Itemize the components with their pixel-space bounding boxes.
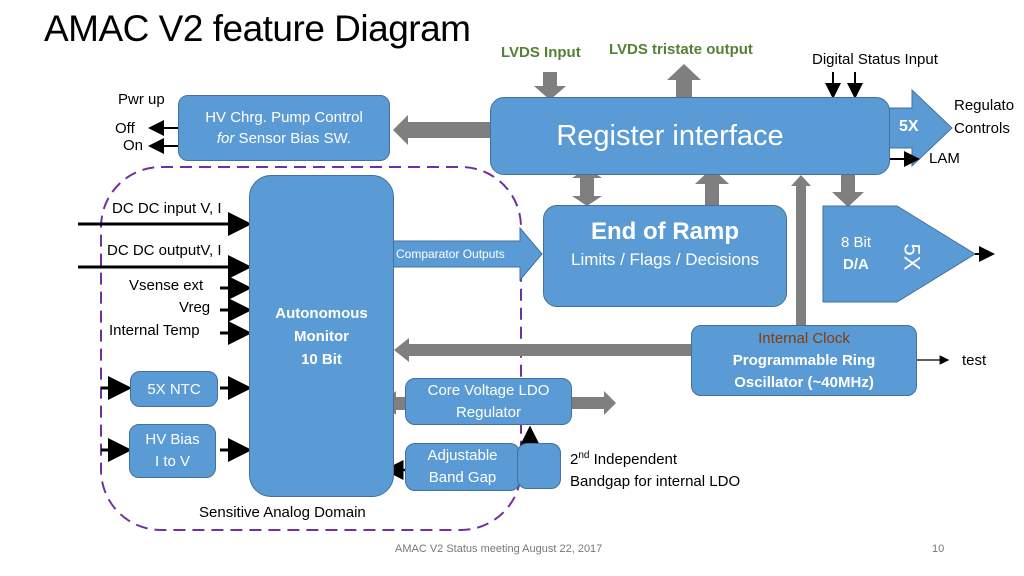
clock-line2: Programmable Ring: [732, 351, 876, 369]
ldo-line2: Regulator: [455, 403, 522, 421]
clock-line3: Oscillator (~40MHz): [734, 373, 874, 391]
adjustable-bandgap-block: Adjustable Band Gap: [405, 443, 520, 491]
dac-5x-label: 5X: [899, 243, 925, 271]
footer-text: AMAC V2 Status meeting August 22, 2017: [395, 543, 603, 555]
dac-8bit-label: 8 Bit: [841, 234, 872, 251]
ldo-line1: Core Voltage LDO: [427, 381, 550, 399]
end-of-ramp-subtitle: Limits / Flags / Decisions: [571, 250, 759, 269]
monitor-line3: 10 Bit: [301, 351, 342, 368]
end-of-ramp-block: End of Ramp Limits / Flags / Decisions: [543, 205, 787, 307]
lvds-input-label: LVDS Input: [501, 44, 581, 61]
page-number: 10: [932, 543, 945, 555]
monitor-line2: Monitor: [294, 328, 349, 345]
dcdc-output-label: DC DC outputV, I: [107, 242, 222, 259]
comparator-outputs-arrow: [384, 226, 543, 282]
regulator-controls-arrow: [887, 88, 953, 168]
off-label: Off: [115, 120, 135, 137]
end-of-ramp-title: End of Ramp: [591, 218, 739, 245]
lvds-tristate-output-label: LVDS tristate output: [609, 41, 753, 58]
register-interface-label: Register interface: [556, 119, 784, 152]
ldo-right-arrow: [572, 391, 616, 415]
vsense-ext-label: Vsense ext: [129, 277, 204, 294]
test-label: test: [962, 352, 987, 369]
pwr-up-label: Pwr up: [118, 91, 165, 108]
hv-bias-line1: HV Bias: [145, 431, 200, 448]
hv-bias-line2: I to V: [154, 453, 191, 470]
lvds-input-arrow: [534, 72, 566, 100]
regulator-controls-label-1: Regulato: [954, 97, 1015, 114]
register-interface-block: Register interface: [490, 97, 890, 175]
core-ldo-block: Core Voltage LDO Regulator: [405, 378, 572, 425]
regulator-5x-label: 5X: [899, 118, 919, 135]
ntc-block: 5X NTC: [130, 371, 218, 407]
dac-block: [822, 205, 976, 303]
on-label: On: [123, 137, 144, 154]
hv-pump-line2: Sensor Bias SW.: [234, 130, 352, 147]
clock-to-register-arrow: [791, 175, 811, 325]
ramp-to-register-arrow: [695, 168, 729, 205]
lvds-output-arrow: [667, 64, 701, 97]
bandgap-line1: Adjustable: [427, 447, 498, 464]
register-to-hvpump-arrow: [393, 115, 491, 145]
hv-pump-line1: HV Chrg. Pump Control: [205, 109, 363, 126]
register-ramp-bidir-arrow: [572, 168, 602, 206]
clock-title: Internal Clock: [758, 329, 850, 347]
register-to-dac-arrow: [832, 170, 864, 207]
dcdc-input-label: DC DC input V, I: [112, 200, 222, 217]
bandgap-line2: Band Gap: [428, 469, 497, 486]
bandgap2-line1: 2nd Independent: [570, 450, 678, 468]
analog-domain-label: Sensitive Analog Domain: [199, 504, 366, 521]
internal-temp-label: Internal Temp: [109, 322, 200, 339]
hv-bias-block: HV Bias I to V: [129, 424, 216, 478]
vreg-label: Vreg: [179, 299, 211, 316]
dac-da-label: D/A: [843, 256, 869, 273]
hv-pump-control-block: HV Chrg. Pump Control for Sensor Bias SW…: [178, 95, 390, 161]
lam-label: LAM: [929, 150, 960, 167]
page-title: AMAC V2 feature Diagram: [44, 8, 471, 49]
independent-bandgap-block: [517, 443, 561, 489]
monitor-line1: Autonomous: [275, 305, 368, 322]
bandgap2-line2: Bandgap for internal LDO: [570, 473, 741, 490]
comparator-outputs-label: Comparator Outputs: [396, 247, 505, 261]
clock-to-monitor-arrow: [394, 338, 692, 362]
internal-clock-block: Internal Clock Programmable Ring Oscilla…: [691, 325, 917, 396]
digital-status-input-label: Digital Status Input: [812, 51, 938, 68]
ldo-left-arrow: [383, 391, 406, 415]
hv-pump-for: for: [216, 130, 235, 147]
autonomous-monitor-block: Autonomous Monitor 10 Bit: [249, 175, 394, 497]
ntc-label: 5X NTC: [147, 380, 201, 398]
regulator-controls-label-2: Controls: [954, 120, 1010, 137]
